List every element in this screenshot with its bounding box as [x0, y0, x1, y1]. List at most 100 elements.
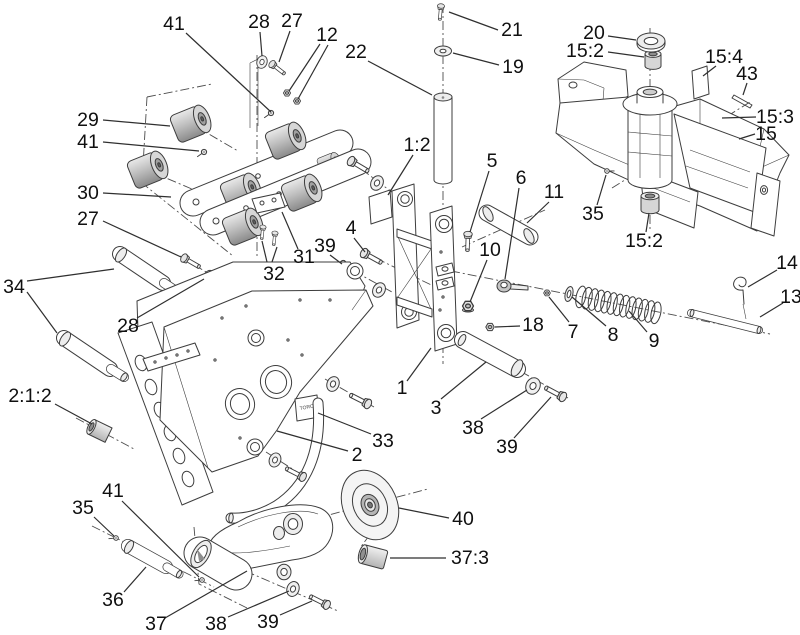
- leader-line-15:4: [702, 65, 717, 77]
- callout-label-15:3: 15:3: [756, 106, 794, 128]
- pivot-ball-6: [496, 279, 529, 293]
- leader-line-12: [297, 44, 329, 100]
- decal-15-4: [691, 65, 710, 100]
- leader-line-41: [102, 141, 200, 152]
- callout-label-3: 3: [431, 397, 442, 419]
- leader-line-34: [26, 291, 58, 334]
- leader-line-12: [288, 43, 321, 92]
- callout-label-32: 32: [263, 263, 285, 285]
- callout-label-6: 6: [516, 167, 527, 189]
- arm-37-tube: [183, 536, 253, 591]
- washer-upper: [367, 172, 387, 194]
- leader-line-15:2: [645, 212, 650, 233]
- callout-label-15:4: 15:4: [705, 46, 743, 68]
- rod-13: [687, 308, 763, 335]
- callout-label-8: 8: [608, 324, 619, 346]
- roller-arm-assembly-29-30-31-32: [125, 102, 372, 248]
- leader-line-2:1:2: [54, 403, 93, 425]
- pin-11: [478, 204, 539, 246]
- center-column-21-19-22: [433, 3, 453, 185]
- leader-line-37: [164, 570, 248, 619]
- callout-label-7: 7: [568, 321, 579, 343]
- leader-line-5: [469, 170, 490, 233]
- callout-label-2:1:2: 2:1:2: [8, 385, 51, 407]
- leader-line-40: [398, 507, 450, 519]
- bolt-27-left: [178, 252, 203, 272]
- callout-label-39: 39: [257, 611, 279, 633]
- mount-bracket-1: [368, 183, 458, 352]
- weldment-tab: [750, 172, 781, 237]
- callout-label-19: 19: [502, 56, 524, 78]
- callout-label-28: 28: [248, 11, 270, 33]
- bolt-39-right: [542, 382, 569, 404]
- plate-assembly-2: TORO: [56, 246, 374, 524]
- bolt-4: [358, 246, 385, 268]
- roller-29-b: [125, 148, 172, 191]
- callout-label-39: 39: [496, 436, 518, 458]
- leader-line-15:2: [607, 51, 645, 58]
- callout-label-20: 20: [583, 22, 605, 44]
- bushing-15-2-top: [644, 50, 662, 70]
- decal-33-text: TORO: [299, 404, 314, 412]
- leader-line-36: [123, 566, 147, 593]
- screw-35-bottom: [108, 532, 120, 544]
- callout-label-15:2: 15:2: [566, 40, 604, 62]
- clamp-tab-b: [435, 276, 455, 291]
- disc-40: [340, 469, 400, 541]
- leader-line-2: [276, 430, 349, 452]
- rod-36: [121, 539, 184, 579]
- clamp-tab-a: [435, 262, 455, 277]
- leader-line-10: [469, 259, 488, 303]
- rod-43: [731, 94, 753, 109]
- callout-label-9: 9: [649, 330, 660, 352]
- callout-label-5: 5: [487, 150, 498, 172]
- callout-label-34: 34: [3, 276, 25, 298]
- callout-label-21: 21: [501, 19, 523, 41]
- nut-18: [485, 322, 495, 332]
- leader-line-39: [513, 396, 552, 439]
- callout-label-39: 39: [314, 235, 336, 257]
- bolt-39-mid: [346, 389, 374, 411]
- leader-line-14: [747, 269, 778, 288]
- leader-line-21: [448, 11, 499, 31]
- callout-label-41: 41: [77, 131, 99, 153]
- leader-line-1: [406, 347, 432, 382]
- callout-label-37: 37: [145, 613, 167, 635]
- washer-8: [564, 286, 574, 302]
- callout-label-33: 33: [372, 430, 394, 452]
- callout-label-40: 40: [452, 508, 474, 530]
- callout-label-14: 14: [776, 252, 798, 274]
- callout-label-30: 30: [77, 182, 99, 204]
- leader-line-35: [93, 516, 115, 537]
- callout-label-4: 4: [346, 217, 357, 239]
- leader-line-39: [329, 254, 343, 265]
- callout-label-43: 43: [736, 63, 758, 85]
- plate-31: [251, 192, 286, 214]
- spring-assembly-7-8-9-13-14: [543, 276, 763, 335]
- decal-1-2: [368, 189, 393, 225]
- leader-line-43: [742, 82, 748, 96]
- washer-38-mid: [324, 374, 342, 394]
- callout-label-41: 41: [163, 13, 185, 35]
- leader-line-32: [261, 240, 268, 263]
- leader-line-38: [227, 590, 290, 618]
- leader-line-27: [102, 220, 182, 258]
- leader-line-30: [102, 192, 172, 198]
- leader-line-6: [504, 187, 520, 280]
- roller-29-a: [168, 102, 215, 145]
- leader-line-8: [571, 296, 607, 327]
- callout-label-1: 1: [397, 377, 408, 399]
- leader-line-28: [136, 278, 205, 319]
- leader-line-20: [607, 35, 637, 41]
- leader-line-41: [185, 32, 272, 113]
- callout-label-28: 28: [117, 315, 139, 337]
- bushing-2-1-2: [86, 418, 113, 443]
- callout-label-2: 2: [352, 444, 363, 466]
- leader-line-31: [281, 211, 299, 250]
- callout-label-22: 22: [345, 41, 367, 63]
- leader-line-1:2: [387, 154, 414, 196]
- screw-32-b: [270, 230, 279, 247]
